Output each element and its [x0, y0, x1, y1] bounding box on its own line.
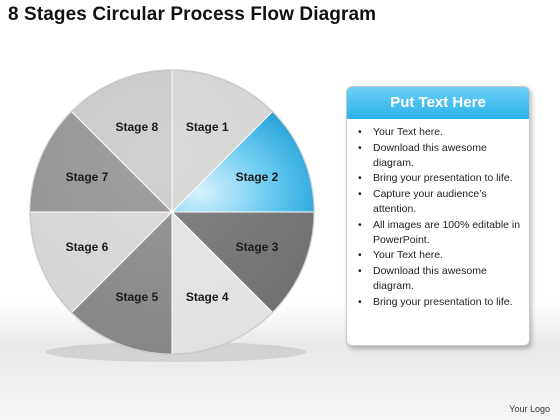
bullet-item: Capture your audience’s attention.	[358, 187, 521, 217]
diagram-gloss	[31, 71, 313, 353]
stage-label-5: Stage 5	[115, 290, 158, 304]
stage-label-4: Stage 4	[186, 290, 229, 304]
page-title: 8 Stages Circular Process Flow Diagram	[8, 4, 377, 25]
diagram-rim	[29, 69, 315, 355]
bullet-item: All images are 100% editable in PowerPoi…	[358, 218, 521, 248]
bullet-item: Bring your presentation to life.	[358, 295, 521, 310]
bullet-list: Your Text here.Download this awesome dia…	[347, 125, 527, 311]
bullet-item: Your Text here.	[358, 248, 521, 263]
stage-label-8: Stage 8	[115, 120, 158, 134]
stage-label-7: Stage 7	[66, 170, 109, 184]
bullet-item: Bring your presentation to life.	[358, 171, 521, 186]
stage-labels: Stage 1 Stage 2 Stage 3 Stage 4 Stage 5 Stage…	[66, 120, 279, 304]
panel-header: Put Text Here	[347, 87, 529, 119]
stage-label-3: Stage 3	[236, 240, 279, 254]
bullet-item: Download this awesome diagram.	[358, 264, 521, 294]
stage-label-1: Stage 1	[186, 120, 229, 134]
bullet-item: Download this awesome diagram.	[358, 141, 521, 171]
stage-label-2: Stage 2	[236, 170, 279, 184]
stage-label-6: Stage 6	[66, 240, 109, 254]
bullet-item: Your Text here.	[358, 125, 521, 140]
text-panel: Put Text Here Your Text here.Download th…	[346, 86, 530, 346]
logo-text: Your Logo	[509, 404, 550, 414]
